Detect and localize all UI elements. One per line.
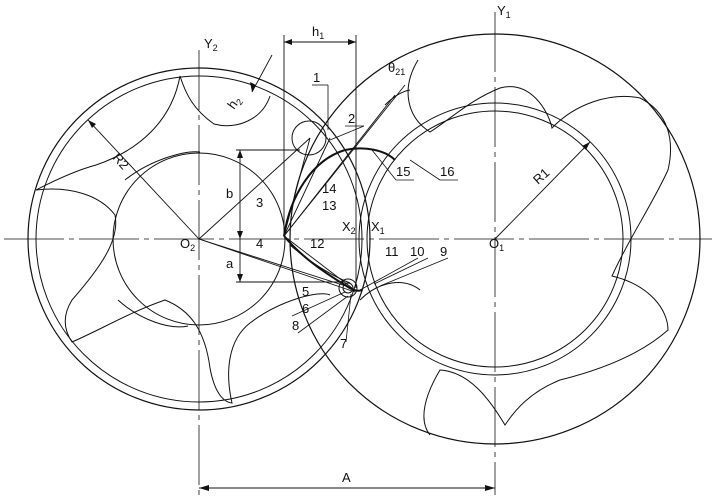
x2-axis-label: X2 xyxy=(342,219,356,236)
contact-region xyxy=(198,35,411,298)
y2-axis-label: Y2 xyxy=(204,36,218,53)
contact-circle-top xyxy=(291,120,327,156)
right-rotor-lobe-profile xyxy=(359,59,671,436)
left-rotor-outer-circle xyxy=(27,67,371,411)
o1-center-label: O1 xyxy=(489,236,504,253)
callout-7: 7 xyxy=(340,336,347,351)
callout-2: 2 xyxy=(348,111,355,126)
contact-circle-bottom xyxy=(338,278,358,298)
left-rotor xyxy=(27,67,371,411)
callout-13: 13 xyxy=(322,198,336,213)
callout-15: 15 xyxy=(396,164,410,179)
callout-4: 4 xyxy=(256,236,263,251)
callout-16: 16 xyxy=(440,164,454,179)
o2-center-label: O2 xyxy=(180,236,195,253)
theta-label: θ21 xyxy=(388,60,405,77)
r2-radius-line xyxy=(87,119,200,240)
callout-6: 6 xyxy=(302,301,309,316)
r2-label: R2 xyxy=(110,150,132,172)
h1-label: h1 xyxy=(312,24,324,41)
r1-radius-line xyxy=(494,141,591,240)
callout-8: 8 xyxy=(292,318,299,333)
A-dimension-label: A xyxy=(342,470,351,485)
b-dimension-label: b xyxy=(226,186,233,201)
y1-axis-label: Y1 xyxy=(497,3,511,20)
left-rotor-lobe-profile xyxy=(35,75,331,404)
callout-14: 14 xyxy=(322,181,336,196)
callout-10: 10 xyxy=(410,244,424,259)
x1-axis-label: X1 xyxy=(371,219,385,236)
left-rotor-lobe-inner xyxy=(117,151,201,328)
callout-5: 5 xyxy=(302,284,309,299)
callout-11: 11 xyxy=(385,244,399,259)
callout-12: 12 xyxy=(310,236,324,251)
right-rotor xyxy=(289,33,701,445)
right-rotor-outer-circle xyxy=(289,33,701,445)
callout-3: 3 xyxy=(256,195,263,210)
a-dimension-label: a xyxy=(226,256,234,271)
left-rotor-addendum-circle xyxy=(35,75,363,403)
callout-1: 1 xyxy=(313,70,320,85)
callout-9: 9 xyxy=(440,244,447,259)
h2-label: h2 xyxy=(224,93,245,113)
right-rotor-root-circle xyxy=(366,110,624,368)
callout-leaders xyxy=(291,84,458,343)
